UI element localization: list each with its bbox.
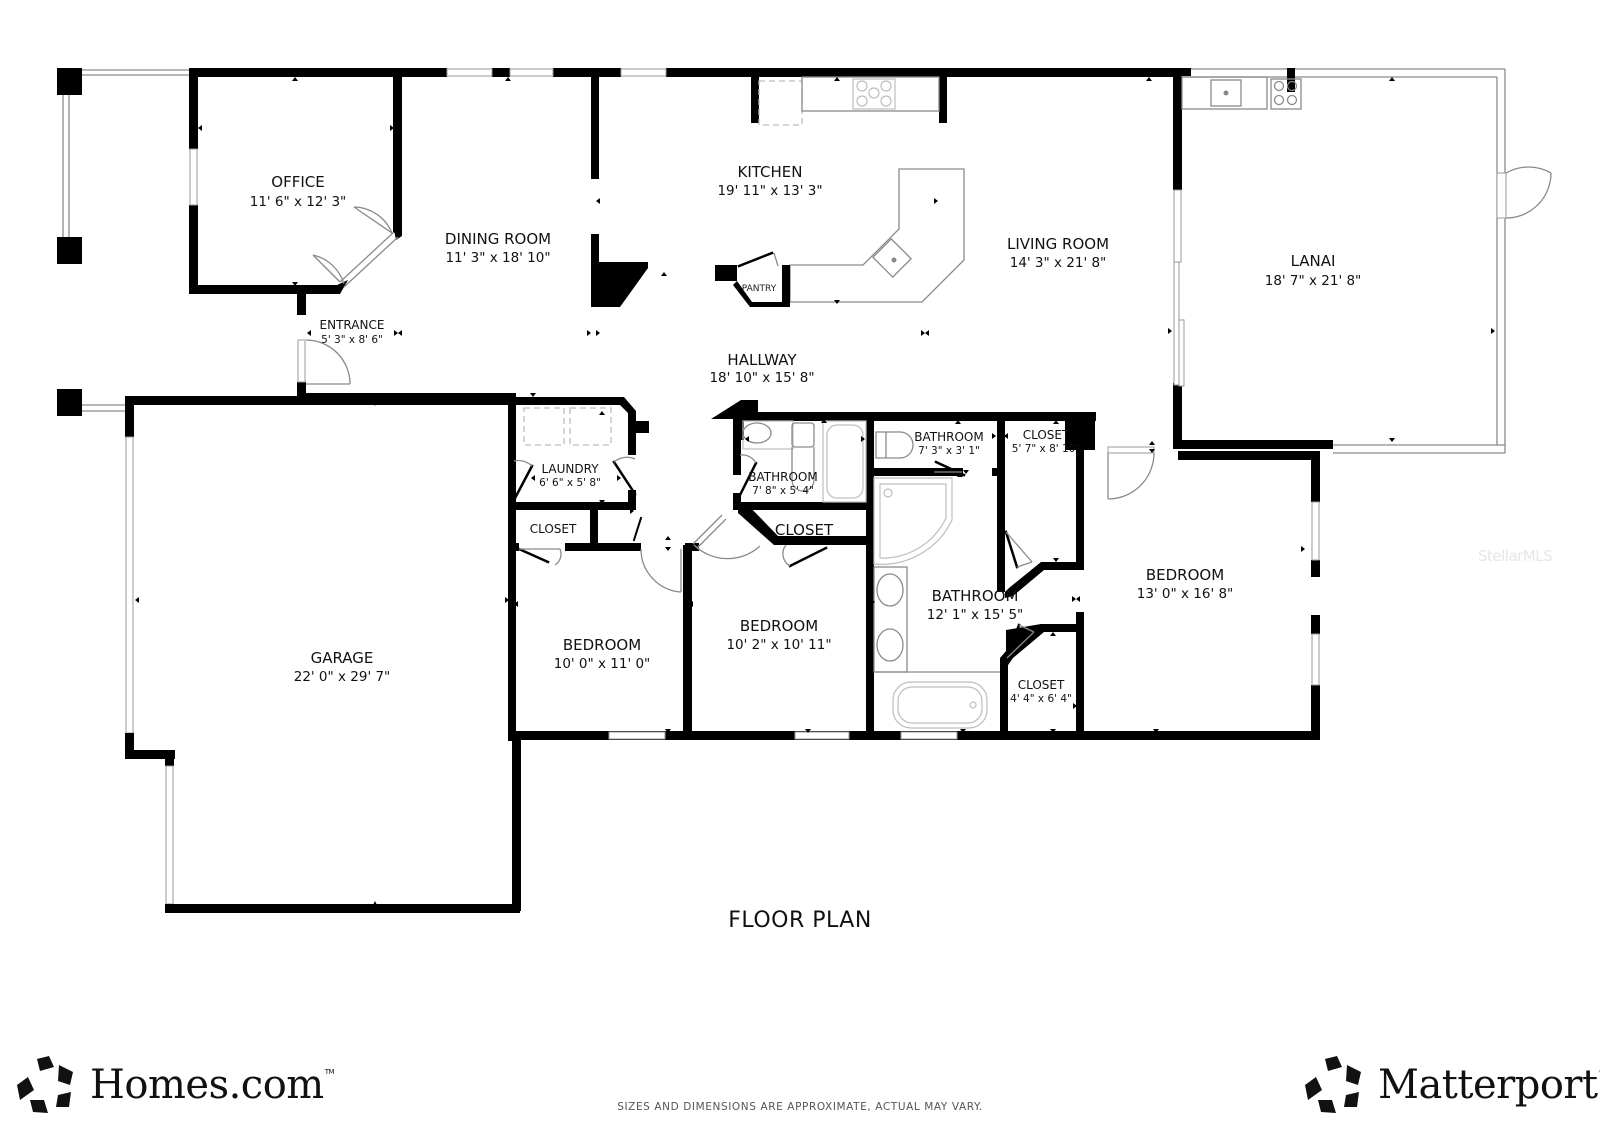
laundry-dims: 6' 6" x 5' 8" bbox=[539, 477, 601, 489]
matterport-logo: Matterport® bbox=[1304, 1055, 1600, 1115]
dimension-markers bbox=[135, 77, 1495, 905]
bedroom-3-label: BEDROOM bbox=[740, 617, 818, 635]
small-closet-dims: 4' 4" x 6' 4" bbox=[1010, 693, 1072, 705]
master-bedroom-label: BEDROOM bbox=[1146, 566, 1224, 584]
pantry-label: PANTRY bbox=[742, 284, 777, 294]
dining-room-label: DINING ROOM bbox=[445, 230, 551, 248]
living-room-dims: 14' 3" x 21' 8" bbox=[1010, 255, 1107, 271]
dining-room-dims: 11' 3" x 18' 10" bbox=[445, 250, 550, 266]
room-labels: OFFICE 11' 6" x 12' 3" DINING ROOM 11' 3… bbox=[250, 163, 1362, 705]
entrance-dims: 5' 3" x 8' 6" bbox=[321, 334, 383, 346]
office-dims: 11' 6" x 12' 3" bbox=[250, 194, 347, 210]
pentagon-star-logo-icon bbox=[1305, 1056, 1361, 1113]
walkin-closet-label: CLOSET bbox=[1023, 428, 1070, 442]
matterport-text: Matterport bbox=[1378, 1062, 1598, 1108]
hall-bathroom-dims: 7' 8" x 5' 4" bbox=[752, 485, 814, 497]
bedroom-2-label: BEDROOM bbox=[563, 636, 641, 654]
registered-mark: ® bbox=[1599, 1068, 1600, 1076]
hallway-dims: 18' 10" x 15' 8" bbox=[709, 370, 814, 386]
homes-com-text: Homes.com bbox=[90, 1062, 324, 1108]
master-bathroom-dims: 12' 1" x 15' 5" bbox=[927, 607, 1024, 623]
watermark: StellarMLS bbox=[1478, 547, 1553, 565]
homes-com-wordmark: Homes.comTM bbox=[90, 1062, 335, 1108]
hallway-label: HALLWAY bbox=[727, 351, 797, 369]
kitchen-dims: 19' 11" x 13' 3" bbox=[717, 183, 822, 199]
bedroom-3-dims: 10' 2" x 10' 11" bbox=[726, 637, 831, 653]
office-label: OFFICE bbox=[271, 173, 324, 191]
laundry-closet-label: CLOSET bbox=[530, 522, 577, 536]
garage-label: GARAGE bbox=[311, 649, 374, 667]
entrance-label: ENTRANCE bbox=[320, 318, 385, 332]
small-closet-label: CLOSET bbox=[1018, 678, 1065, 692]
hall-closet-label: CLOSET bbox=[775, 521, 834, 539]
lanai-label: LANAI bbox=[1291, 252, 1336, 270]
wc-bathroom-label: BATHROOM bbox=[914, 430, 983, 444]
master-bedroom-dims: 13' 0" x 16' 8" bbox=[1137, 586, 1234, 602]
master-bathroom-label: BATHROOM bbox=[932, 587, 1019, 605]
lanai-dims: 18' 7" x 21' 8" bbox=[1265, 273, 1362, 289]
bedroom-2-dims: 10' 0" x 11' 0" bbox=[554, 656, 651, 672]
matterport-wordmark: Matterport® bbox=[1378, 1062, 1600, 1108]
wc-bathroom-dims: 7' 3" x 3' 1" bbox=[918, 445, 980, 457]
living-room-label: LIVING ROOM bbox=[1007, 235, 1109, 253]
walls bbox=[57, 68, 1552, 913]
kitchen-label: KITCHEN bbox=[738, 163, 803, 181]
trademark-mark: TM bbox=[324, 1068, 335, 1076]
disclaimer: SIZES AND DIMENSIONS ARE APPROXIMATE, AC… bbox=[617, 1101, 983, 1113]
laundry-label: LAUNDRY bbox=[541, 462, 599, 476]
plan-title: FLOOR PLAN bbox=[728, 908, 872, 933]
fixtures bbox=[512, 76, 1302, 729]
walkin-closet-dims: 5' 7" x 8' 10" bbox=[1012, 443, 1080, 455]
pentagon-star-logo-icon bbox=[17, 1056, 73, 1113]
homes-com-logo: Homes.comTM bbox=[16, 1055, 335, 1115]
hall-bathroom-label: BATHROOM bbox=[748, 470, 817, 484]
garage-dims: 22' 0" x 29' 7" bbox=[294, 669, 391, 685]
